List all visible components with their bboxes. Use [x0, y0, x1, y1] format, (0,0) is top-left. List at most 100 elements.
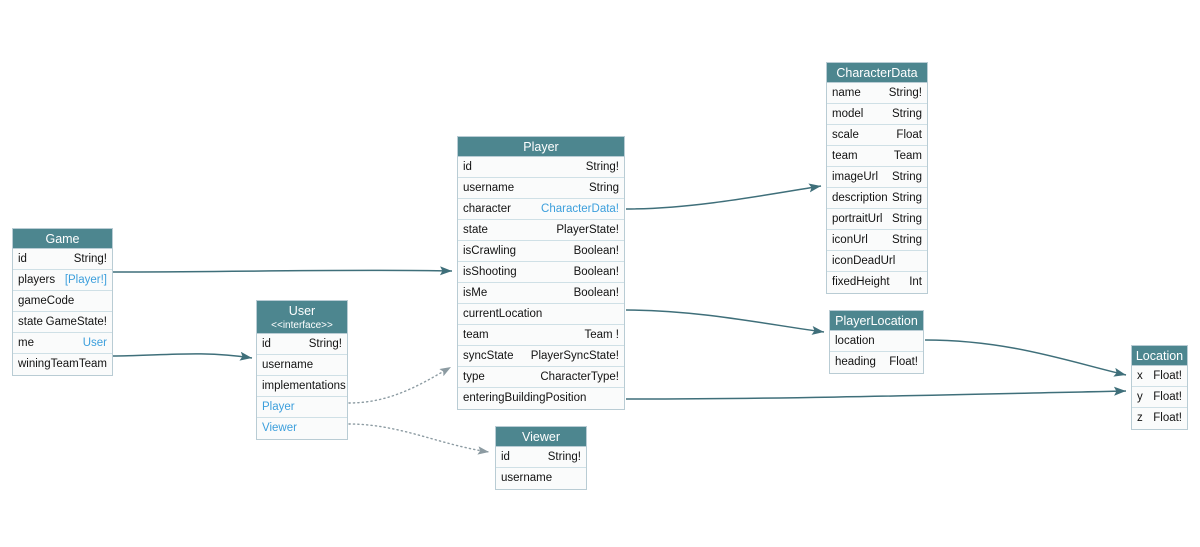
field-type: String — [891, 108, 922, 120]
field-row[interactable]: enteringBuildingPositionLocation — [458, 388, 624, 409]
field-type: Float — [896, 129, 922, 141]
field-row[interactable]: locationLocation! — [830, 331, 923, 352]
field-name: scale — [832, 129, 859, 141]
field-name: enteringBuildingPosition — [463, 392, 587, 404]
field-name: currentLocation — [463, 308, 543, 320]
entity-header-viewer: Viewer — [496, 427, 586, 447]
entity-title: User — [288, 304, 316, 318]
edge-player-character-to-characterdata — [625, 183, 822, 210]
field-name: Player — [262, 401, 295, 413]
field-type: Team ! — [584, 329, 619, 341]
field-row[interactable]: id String! — [458, 157, 624, 178]
field-name: model — [832, 108, 864, 120]
field-type: String! — [585, 161, 619, 173]
field-name: iconUrl — [832, 234, 868, 246]
edge-player-currentlocation-to-playerlocation — [625, 309, 825, 335]
field-name: Viewer — [262, 422, 297, 434]
field-type: Team — [78, 358, 107, 370]
entity-header-playerlocation: PlayerLocation — [830, 311, 923, 331]
edge-game-me-to-user — [112, 351, 253, 361]
entity-header-user: User<<interface>> — [257, 301, 347, 334]
field-row[interactable]: model String — [827, 104, 927, 125]
field-type: CharacterData! — [541, 203, 619, 215]
field-name: fixedHeight — [832, 276, 890, 288]
field-name: winingTeam — [18, 358, 79, 370]
field-row[interactable]: Player — [257, 397, 347, 418]
field-name: me — [18, 337, 34, 349]
field-name: x — [1137, 370, 1143, 382]
field-name: gameCode — [18, 295, 75, 307]
entity-game[interactable]: GameidString!players[Player!]gameCodeStr… — [12, 228, 113, 376]
field-type: [Player!] — [64, 274, 107, 286]
field-row[interactable]: players [Player!] — [13, 270, 112, 291]
entity-playerlocation[interactable]: PlayerLocationlocationLocation!headingFl… — [829, 310, 924, 374]
field-type: Boolean! — [573, 287, 619, 299]
field-row[interactable]: currentLocationPlayerLocation! — [458, 304, 624, 325]
field-type: String! — [73, 253, 107, 265]
field-name: portraitUrl — [832, 213, 883, 225]
field-row[interactable]: fixedHeight Int — [827, 272, 927, 293]
field-name: team — [832, 150, 858, 162]
field-row[interactable]: gameCodeString! — [13, 291, 112, 312]
field-row[interactable]: Viewer — [257, 418, 347, 439]
field-name: username — [501, 472, 553, 484]
field-type: Float! — [1153, 391, 1182, 403]
field-name: imageUrl — [832, 171, 879, 183]
field-type: GameState! — [45, 316, 107, 328]
field-row[interactable]: state PlayerState! — [458, 220, 624, 241]
field-name: iconDeadUrl — [832, 255, 896, 267]
field-type: Int — [909, 276, 922, 288]
field-type: PlayerState! — [556, 224, 619, 236]
field-row[interactable]: implementations — [257, 376, 347, 397]
field-name: description — [832, 192, 888, 204]
field-type: String — [551, 488, 581, 489]
field-name: id — [463, 161, 472, 173]
field-type: String — [891, 192, 922, 204]
edge-playerlocation-location-to-location — [924, 339, 1127, 377]
field-type: String — [588, 182, 619, 194]
field-name: state — [18, 316, 43, 328]
field-name: id — [501, 451, 510, 463]
field-row[interactable]: scale Float — [827, 125, 927, 146]
entity-user[interactable]: User<<interface>>idString!usernameString… — [256, 300, 348, 440]
field-name: isCrawling — [463, 245, 517, 257]
field-row[interactable]: iconDeadUrlString — [827, 251, 927, 272]
field-row[interactable]: me User — [13, 333, 112, 354]
field-name: state — [463, 224, 488, 236]
field-name: id — [18, 253, 27, 265]
field-name: type — [463, 371, 485, 383]
field-type: User — [82, 337, 107, 349]
field-type: Float! — [889, 356, 918, 368]
field-name: players — [18, 274, 56, 286]
field-type: Boolean! — [573, 266, 619, 278]
field-row[interactable]: id String! — [13, 249, 112, 270]
